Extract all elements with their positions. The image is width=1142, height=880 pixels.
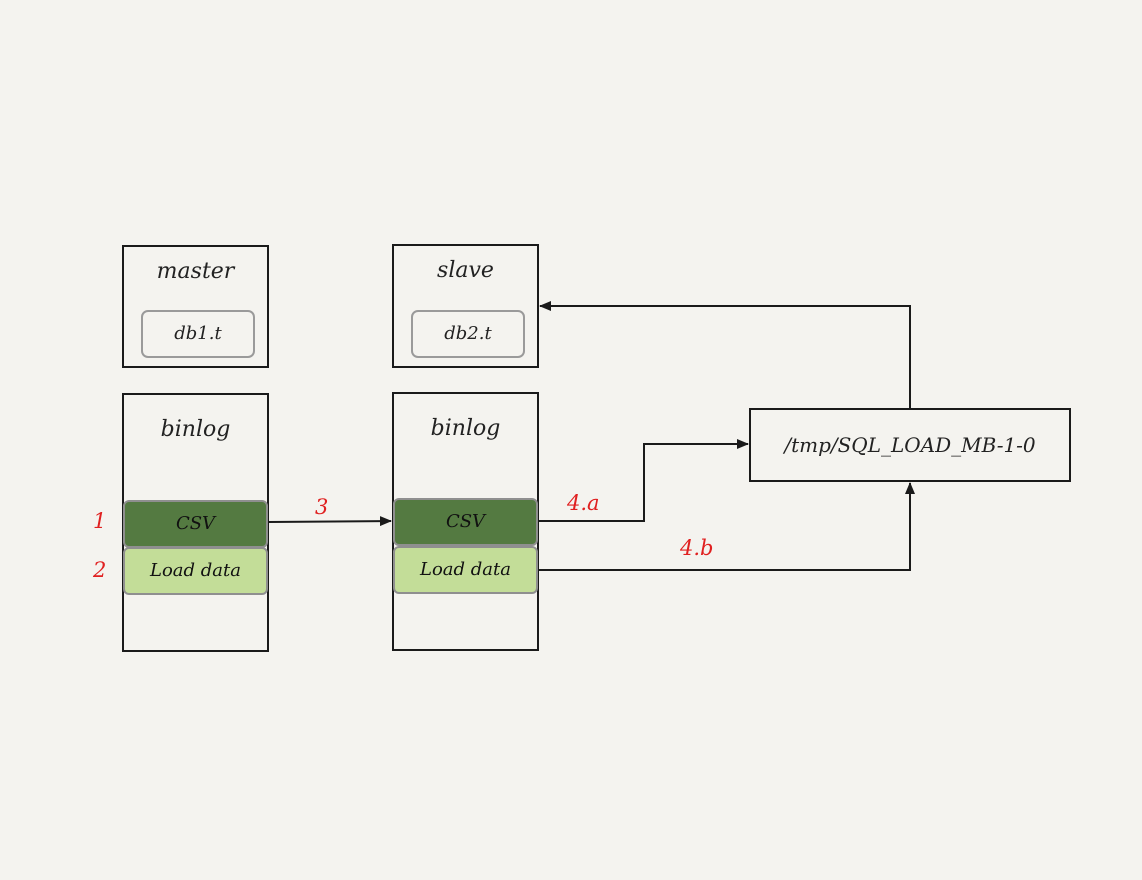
slave-table: db2.t [411, 310, 525, 358]
master-box: master db1.t [122, 245, 269, 368]
arrow-tmp-to-slave [539, 301, 911, 408]
step-3-label: 3 [315, 495, 329, 519]
tmp-file-path: /tmp/SQL_LOAD_MB-1-0 [784, 433, 1036, 457]
step-4a-label: 4.a [567, 491, 600, 515]
step-2-label: 2 [93, 558, 107, 582]
master-binlog-title: binlog [160, 417, 231, 442]
slave-binlog-title: binlog [430, 416, 501, 441]
master-binlog-box: binlog CSV Load data [122, 393, 269, 652]
arrow-step-4b [539, 482, 915, 571]
step-4b-label: 4.b [680, 536, 714, 560]
slave-box: slave db2.t [392, 244, 539, 368]
tmp-file-box: /tmp/SQL_LOAD_MB-1-0 [749, 408, 1071, 482]
slave-binlog-box: binlog CSV Load data [392, 392, 539, 651]
step-1-label: 1 [93, 509, 107, 533]
slave-title: slave [437, 258, 494, 283]
arrow-step-4a [539, 439, 749, 522]
master-load-data-entry: Load data [123, 547, 268, 595]
slave-load-data-entry: Load data [393, 546, 538, 594]
slave-csv-entry: CSV [393, 498, 538, 546]
master-table: db1.t [141, 310, 255, 358]
arrow-step-3 [268, 516, 392, 527]
master-title: master [156, 259, 235, 284]
